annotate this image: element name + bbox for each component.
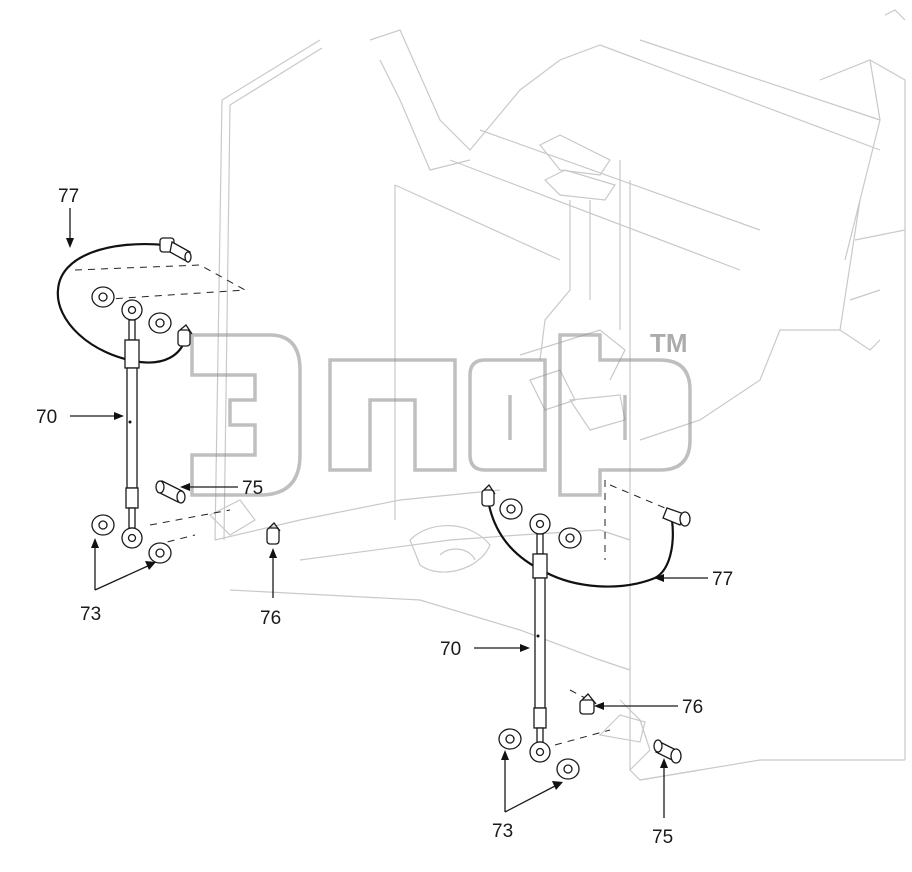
callout-70-right: 70: [440, 639, 461, 660]
callout-73-right: 73: [492, 821, 513, 842]
right-gas-strut: [529, 513, 551, 763]
left-assembly: [56, 237, 281, 564]
right-lower-washers: [498, 728, 580, 780]
left-install-guide: [74, 264, 247, 301]
callout-76-right: 76: [682, 697, 703, 718]
left-upper-clip: [177, 324, 193, 347]
callout-77-right: 77: [712, 569, 733, 590]
left-lower-clip: [266, 522, 281, 545]
machine-frame-background: [208, 9, 906, 781]
callout-75-right: 75: [652, 827, 673, 848]
callout-75-left: 75: [242, 478, 263, 499]
callout-labels: 77 70 75 76 73 77 70 76 75 73: [36, 186, 733, 848]
left-gas-strut: [121, 299, 143, 549]
left-upper-washers: [91, 286, 172, 334]
right-lower-clip: [579, 693, 597, 715]
callout-77-left: 77: [58, 186, 79, 207]
right-assembly: [481, 480, 691, 780]
leader-lines: [66, 208, 708, 818]
right-lower-pin: [653, 739, 682, 764]
callout-70-left: 70: [36, 407, 57, 428]
callout-73-left: 73: [80, 604, 101, 625]
right-upper-washers: [499, 498, 582, 549]
left-top-pin: [159, 237, 192, 264]
left-lower-pin: [155, 480, 186, 504]
left-lanyard-cable: [56, 243, 187, 364]
trademark-text: TM: [650, 328, 688, 358]
right-top-pin: [662, 507, 691, 527]
right-install-guide: [604, 480, 666, 560]
left-lower-washers: [91, 514, 172, 564]
watermark-logo: TM: [190, 328, 692, 497]
callout-76-left: 76: [260, 608, 281, 629]
right-lanyard-cable: [486, 499, 674, 588]
right-upper-clip: [481, 483, 496, 507]
